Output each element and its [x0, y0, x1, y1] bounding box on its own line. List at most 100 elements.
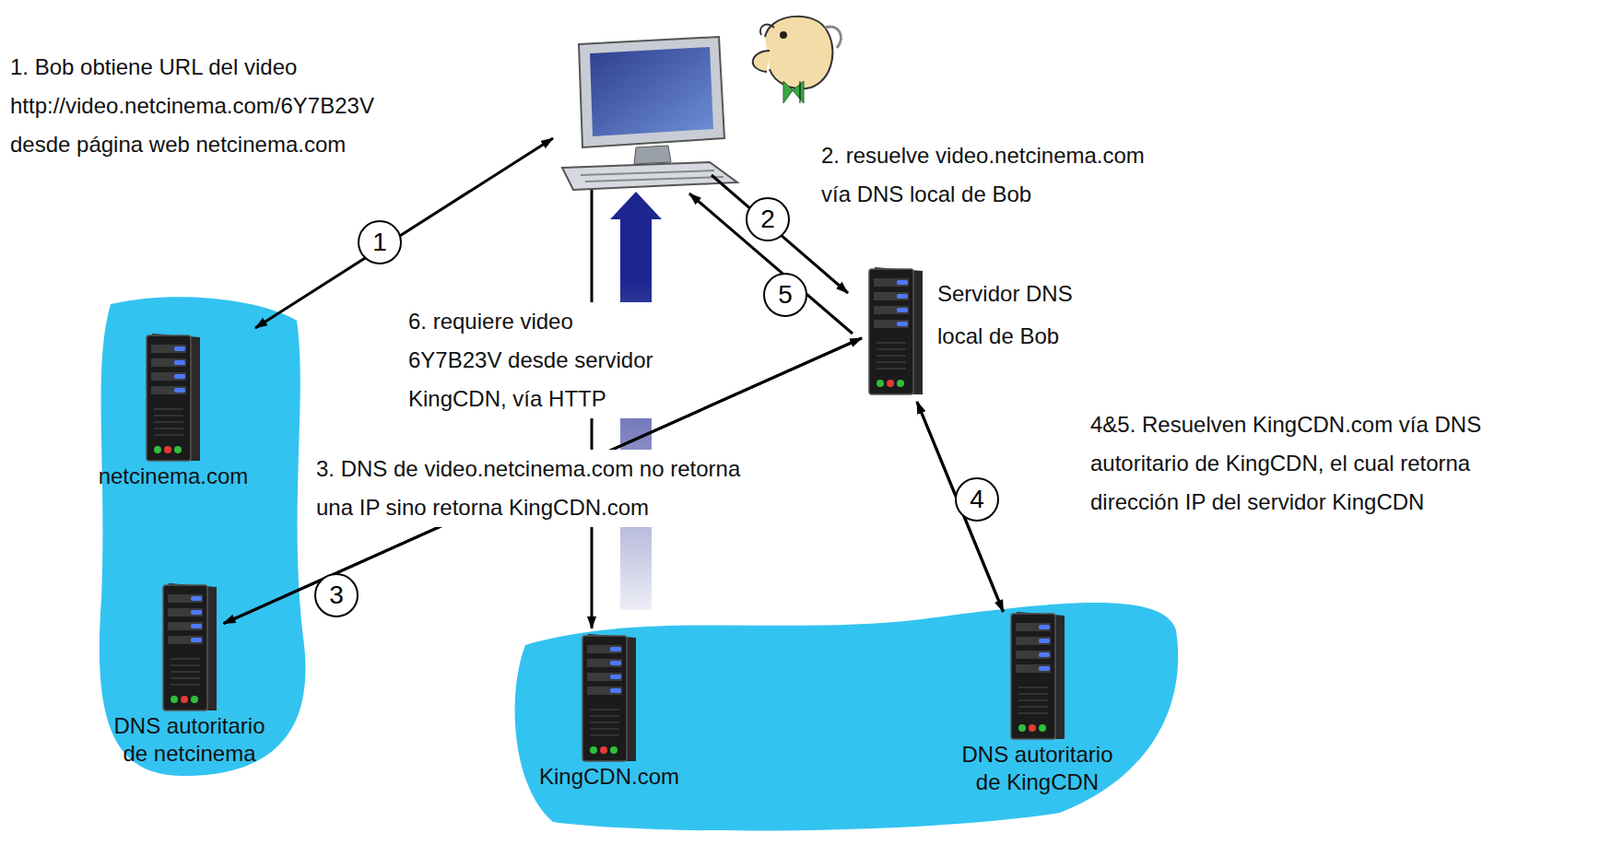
server-led — [180, 695, 189, 704]
server-vent — [876, 361, 906, 364]
server-slot — [167, 608, 203, 617]
server-slot — [151, 386, 187, 395]
server-vent — [153, 408, 184, 411]
server-led — [876, 379, 884, 388]
callout-number: 3 — [314, 573, 359, 618]
server-light — [190, 610, 202, 615]
server-light — [896, 280, 908, 285]
server-light — [896, 307, 908, 313]
server-slot — [151, 344, 187, 353]
server-light — [174, 388, 186, 393]
server-slot — [1015, 650, 1051, 659]
arrow-url — [255, 138, 553, 329]
server-light — [610, 647, 622, 652]
server-icon — [867, 265, 925, 397]
dns-query-arrow — [917, 401, 1004, 612]
server-vent — [170, 677, 200, 680]
step-note: 2. resuelve video.netcinema.com vía DNS … — [818, 136, 1175, 214]
server-vent — [153, 414, 184, 417]
server-slot — [1015, 664, 1051, 673]
region-kingcdn — [515, 602, 1179, 831]
server-slot — [167, 635, 203, 645]
reply-arrow-body — [620, 217, 652, 279]
server-led — [600, 746, 608, 754]
server-slot — [587, 686, 623, 695]
server-led — [1038, 724, 1047, 732]
server-slot — [151, 358, 187, 367]
server-vent — [1018, 699, 1048, 702]
server-vent — [589, 708, 620, 711]
server-vent — [1018, 712, 1048, 715]
server-label: netcinema.com — [71, 462, 275, 491]
reply-arrow-head — [610, 191, 662, 220]
server-slot — [873, 305, 909, 315]
step-note: 1. Bob obtiene URL del video http://vide… — [7, 47, 382, 165]
server-icon — [1009, 610, 1067, 742]
dns-query-arrow — [917, 401, 1004, 612]
server-slot — [1015, 623, 1051, 632]
server-node: Servidor DNS local de Bob — [867, 265, 1099, 397]
server-light — [1038, 624, 1050, 630]
server-node: KingCDN.com — [507, 632, 711, 791]
server-light — [1038, 652, 1050, 658]
server-led — [190, 695, 199, 704]
server-icon — [144, 331, 202, 463]
server-slot — [587, 645, 623, 654]
server-body — [869, 269, 914, 395]
server-vent — [589, 715, 620, 718]
server-led — [1028, 724, 1036, 732]
server-slot — [587, 672, 623, 682]
server-vent — [170, 670, 200, 673]
server-label: DNS autoritario de KingCDN — [947, 741, 1128, 797]
server-vent — [876, 354, 906, 357]
server-light — [190, 623, 202, 629]
server-vent — [170, 683, 200, 686]
server-light — [896, 294, 908, 299]
server-light — [1038, 666, 1050, 671]
server-slot — [873, 319, 909, 329]
server-led — [589, 746, 598, 754]
server-vent — [1018, 693, 1048, 695]
server-label: KingCDN.com — [507, 763, 711, 791]
server-label: DNS autoritario de netcinema — [99, 712, 280, 768]
server-light — [610, 688, 622, 694]
server-light — [174, 374, 186, 379]
bob-face — [752, 16, 842, 104]
server-vent — [876, 367, 906, 370]
server-light — [174, 360, 186, 365]
server-slot — [167, 594, 203, 603]
server-vent — [153, 427, 184, 430]
server-slot — [151, 372, 187, 381]
step-note: 6. requiere video 6Y7B23V desde servidor… — [405, 302, 674, 419]
server-led — [610, 746, 618, 754]
server-vent — [153, 421, 184, 424]
server-slot — [873, 292, 909, 301]
callout-number: 5 — [763, 272, 808, 318]
server-led — [174, 446, 182, 454]
callout-number: 4 — [954, 477, 1000, 522]
server-icon — [580, 632, 638, 764]
server-slot — [167, 622, 203, 631]
server-slot — [1015, 636, 1051, 646]
server-vent — [1018, 705, 1048, 708]
server-node: DNS autoritario de KingCDN — [947, 610, 1128, 797]
server-vent — [170, 658, 200, 660]
server-node: netcinema.com — [71, 331, 275, 491]
server-light — [190, 637, 202, 643]
server-light — [190, 596, 202, 601]
server-vent — [876, 348, 906, 351]
server-node: DNS autoritario de netcinema — [99, 581, 280, 768]
server-slot — [873, 278, 909, 287]
server-vent — [153, 434, 184, 436]
server-led — [170, 695, 178, 704]
server-led — [164, 446, 172, 454]
server-body — [582, 635, 627, 762]
server-light — [610, 660, 622, 666]
server-led — [886, 379, 895, 388]
server-vent — [170, 664, 200, 667]
server-vent — [589, 721, 620, 724]
arrow-reply — [689, 193, 853, 334]
computer-icon — [562, 36, 738, 190]
server-body — [146, 335, 191, 461]
